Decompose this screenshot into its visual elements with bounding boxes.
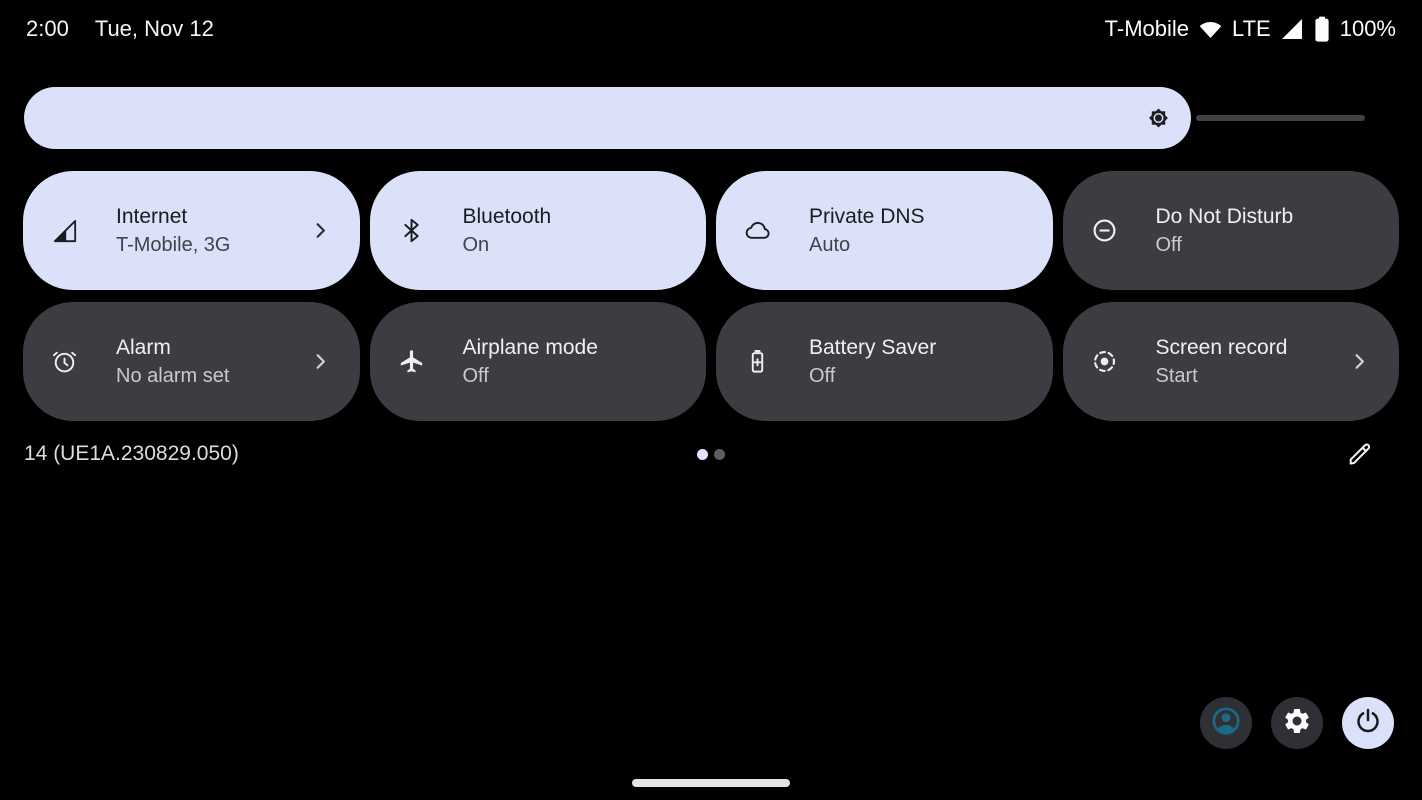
tile-label: Alarm — [116, 335, 171, 359]
page-dot-2 — [714, 449, 725, 460]
tile-status: Auto — [809, 233, 851, 256]
tile-status: Off — [1155, 233, 1182, 256]
home-indicator-handle[interactable] — [632, 779, 790, 787]
alarm-icon — [51, 348, 78, 375]
footer-row: 14 (UE1A.230829.050) — [0, 440, 1422, 474]
build-number: 14 (UE1A.230829.050) — [24, 442, 239, 465]
tile-bluetooth[interactable]: Bluetooth On — [369, 171, 706, 290]
cellular-signal-icon — [1280, 17, 1304, 41]
tile-alarm[interactable]: Alarm No alarm set — [23, 302, 360, 421]
bluetooth-icon — [398, 217, 425, 244]
tile-label: Battery Saver — [809, 335, 937, 359]
tile-label: Internet — [116, 204, 188, 228]
tile-status: T-Mobile, 3G — [116, 233, 231, 256]
status-bar: 2:00 Tue, Nov 12 T-Mobile LTE 100% — [0, 0, 1422, 58]
signal-cellular-icon — [51, 217, 78, 244]
tile-status: On — [462, 233, 490, 256]
brightness-icon — [1145, 105, 1172, 132]
chevron-right-icon — [309, 219, 332, 242]
battery-icon — [1313, 15, 1331, 43]
network-type-label: LTE — [1232, 16, 1271, 41]
carrier-label: T-Mobile — [1104, 16, 1189, 41]
page-dot-1 — [697, 449, 708, 460]
tile-screen-record[interactable]: Screen record Start — [1062, 302, 1399, 421]
tile-label: Do Not Disturb — [1155, 204, 1294, 228]
tile-battery-saver[interactable]: Battery Saver Off — [716, 302, 1053, 421]
tile-status: Start — [1155, 364, 1198, 387]
tile-label: Private DNS — [809, 204, 925, 228]
tile-label: Airplane mode — [462, 335, 598, 359]
pencil-icon — [1346, 440, 1374, 473]
power-button[interactable] — [1342, 697, 1394, 749]
clock: 2:00 — [26, 16, 69, 41]
power-icon — [1353, 706, 1383, 741]
tile-airplane-mode[interactable]: Airplane mode Off — [369, 302, 706, 421]
quick-settings-grid: Internet T-Mobile, 3G Bluetooth On Priva… — [23, 171, 1399, 421]
user-avatar-icon — [1209, 704, 1243, 743]
battery-percent-label: 100% — [1339, 16, 1396, 41]
settings-button[interactable] — [1271, 697, 1323, 749]
brightness-track[interactable] — [1195, 115, 1365, 121]
user-switcher-button[interactable] — [1200, 697, 1252, 749]
brightness-slider[interactable] — [24, 87, 1365, 149]
tile-do-not-disturb[interactable]: Do Not Disturb Off — [1062, 171, 1399, 290]
gear-icon — [1282, 706, 1312, 741]
shade-action-buttons — [1200, 697, 1394, 749]
tile-label: Screen record — [1155, 335, 1288, 359]
tile-private-dns[interactable]: Private DNS Auto — [716, 171, 1053, 290]
page-indicator — [697, 449, 725, 460]
screen-record-icon — [1091, 348, 1118, 375]
brightness-fill[interactable] — [24, 87, 1191, 149]
chevron-right-icon — [309, 350, 332, 373]
tile-label: Bluetooth — [462, 204, 552, 228]
edit-tiles-button[interactable] — [1344, 440, 1376, 472]
cloud-icon — [744, 217, 771, 244]
tile-status: Off — [462, 364, 489, 387]
tile-status: No alarm set — [116, 364, 230, 387]
chevron-right-icon — [1348, 350, 1371, 373]
tile-status: Off — [809, 364, 836, 387]
wifi-icon — [1198, 17, 1223, 42]
battery-saver-icon — [744, 348, 771, 375]
do-not-disturb-icon — [1091, 217, 1118, 244]
date: Tue, Nov 12 — [94, 16, 214, 41]
airplane-icon — [398, 348, 425, 375]
tile-internet[interactable]: Internet T-Mobile, 3G — [23, 171, 360, 290]
